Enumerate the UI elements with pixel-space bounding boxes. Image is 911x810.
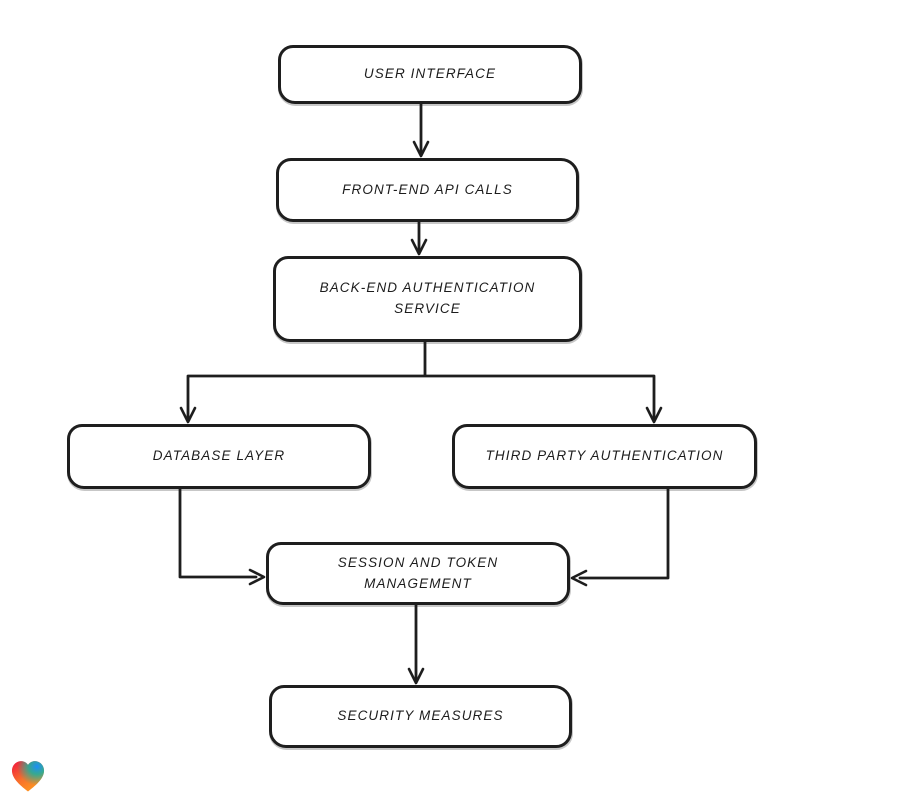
node-user-interface-label: USER INTERFACE [363, 66, 497, 82]
heart-icon [11, 761, 45, 792]
node-back-end-authentication-service-label: BACK-END AUTHENTICATION SERVICE [319, 280, 536, 316]
node-session-and-token-management-label: SESSION AND TOKEN MANAGEMENT [337, 554, 499, 591]
node-back-end-authentication-service: BACK-END AUTHENTICATION SERVICE [273, 256, 582, 342]
node-database-layer: DATABASE LAYER [67, 424, 371, 489]
gradient-heart-logo[interactable] [9, 757, 47, 795]
edge-session-and-token-management-to-security-measures [407, 603, 425, 685]
node-database-layer-label: DATABASE LAYER [152, 448, 286, 464]
node-security-measures-label: SECURITY MEASURES [337, 708, 504, 724]
edge-third-party-authentication-to-session-and-token-management [570, 487, 670, 587]
node-third-party-authentication: THIRD PARTY AUTHENTICATION [452, 424, 757, 489]
node-session-and-token-management: SESSION AND TOKEN MANAGEMENT [266, 542, 570, 605]
node-third-party-authentication-label: THIRD PARTY AUTHENTICATION [485, 448, 724, 464]
edge-database-layer-to-session-and-token-management [178, 487, 266, 586]
node-security-measures: SECURITY MEASURES [269, 685, 572, 748]
node-user-interface: USER INTERFACE [278, 45, 582, 104]
node-front-end-api-calls: FRONT-END API CALLS [276, 158, 579, 222]
edge-user-interface-to-front-end-api-calls [412, 102, 430, 158]
edge-front-end-api-calls-to-back-end-authentication-service [410, 220, 428, 256]
node-front-end-api-calls-label: FRONT-END API CALLS [342, 181, 513, 197]
edge-back-end-authentication-service-branch [179, 340, 663, 424]
